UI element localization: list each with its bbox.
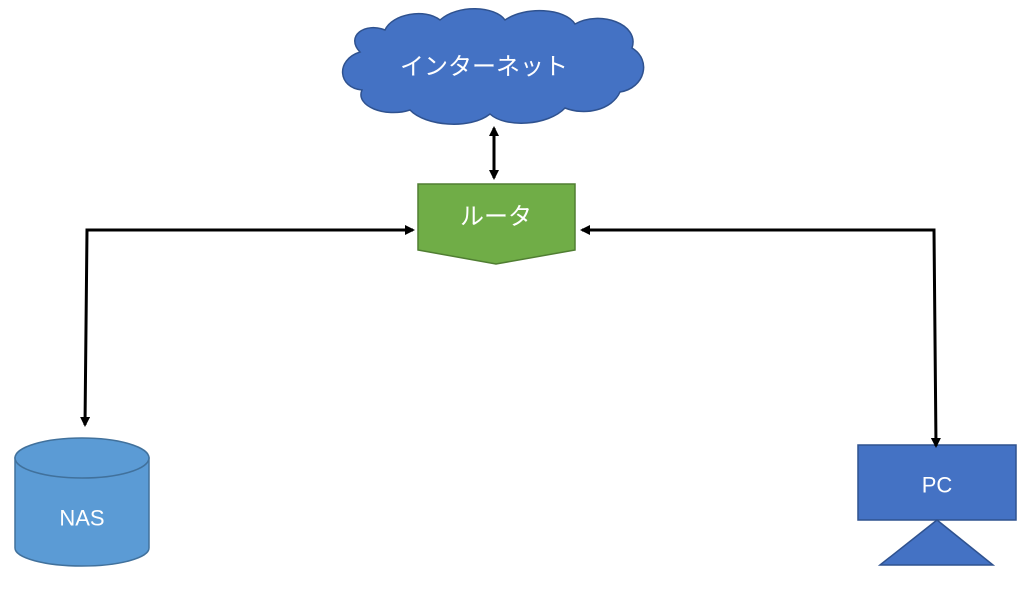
- pc-label: PC: [922, 473, 953, 498]
- pc-node[interactable]: PC: [857, 444, 1017, 566]
- connector-router-nas: [80, 225, 415, 427]
- nas-label: NAS: [59, 506, 104, 531]
- internet-cloud[interactable]: インターネット: [341, 8, 645, 125]
- router-label: ルータ: [460, 204, 532, 231]
- cloud-shape: [341, 8, 645, 125]
- nas-node[interactable]: NAS: [14, 437, 150, 567]
- pc-stand: [877, 519, 996, 566]
- internet-label: インターネット: [400, 54, 568, 81]
- pc-screen: [857, 444, 1017, 521]
- nas-body: [14, 457, 150, 567]
- connector-router-pc: [580, 225, 941, 448]
- router-node[interactable]: ルータ: [417, 183, 576, 265]
- nas-top: [14, 437, 150, 479]
- router-shape: [417, 183, 576, 265]
